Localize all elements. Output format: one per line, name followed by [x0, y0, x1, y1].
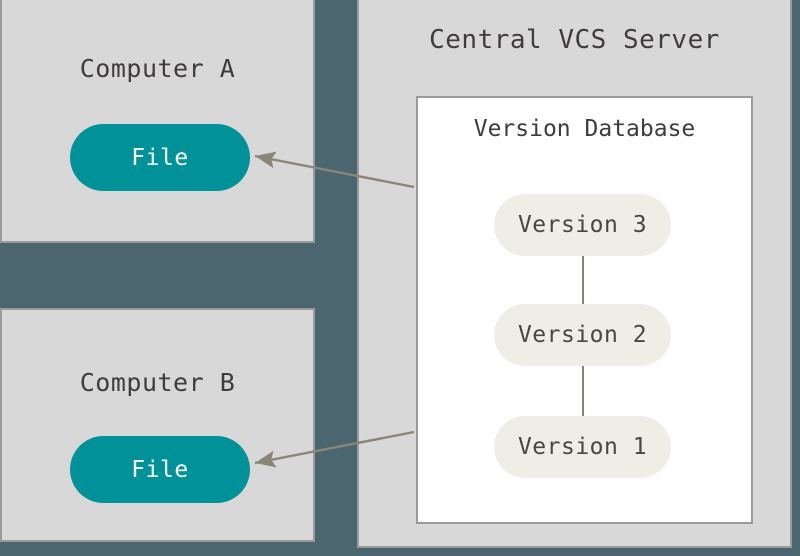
computer-a-file-pill[interactable]: File — [70, 124, 250, 191]
computer-b-file-pill[interactable]: File — [70, 436, 250, 503]
central-vcs-server-panel: Central VCS Server Version Database Vers… — [357, 0, 792, 548]
computer-b-title: Computer B — [79, 368, 236, 397]
version-pill-3[interactable]: Version 3 — [494, 194, 671, 256]
version-database-title: Version Database — [473, 116, 696, 142]
computer-b-panel: Computer B File — [0, 308, 315, 542]
computer-a-title: Computer A — [79, 54, 236, 83]
computer-a-panel: Computer A File — [0, 0, 315, 243]
connector-version2-version1 — [582, 366, 584, 416]
connector-version3-version2 — [582, 256, 584, 304]
central-vcs-server-title: Central VCS Server — [429, 25, 720, 55]
version-database-box: Version Database Version 3 Version 2 Ver… — [416, 96, 753, 524]
version-pill-1[interactable]: Version 1 — [494, 416, 671, 478]
version-pill-2[interactable]: Version 2 — [494, 304, 671, 366]
